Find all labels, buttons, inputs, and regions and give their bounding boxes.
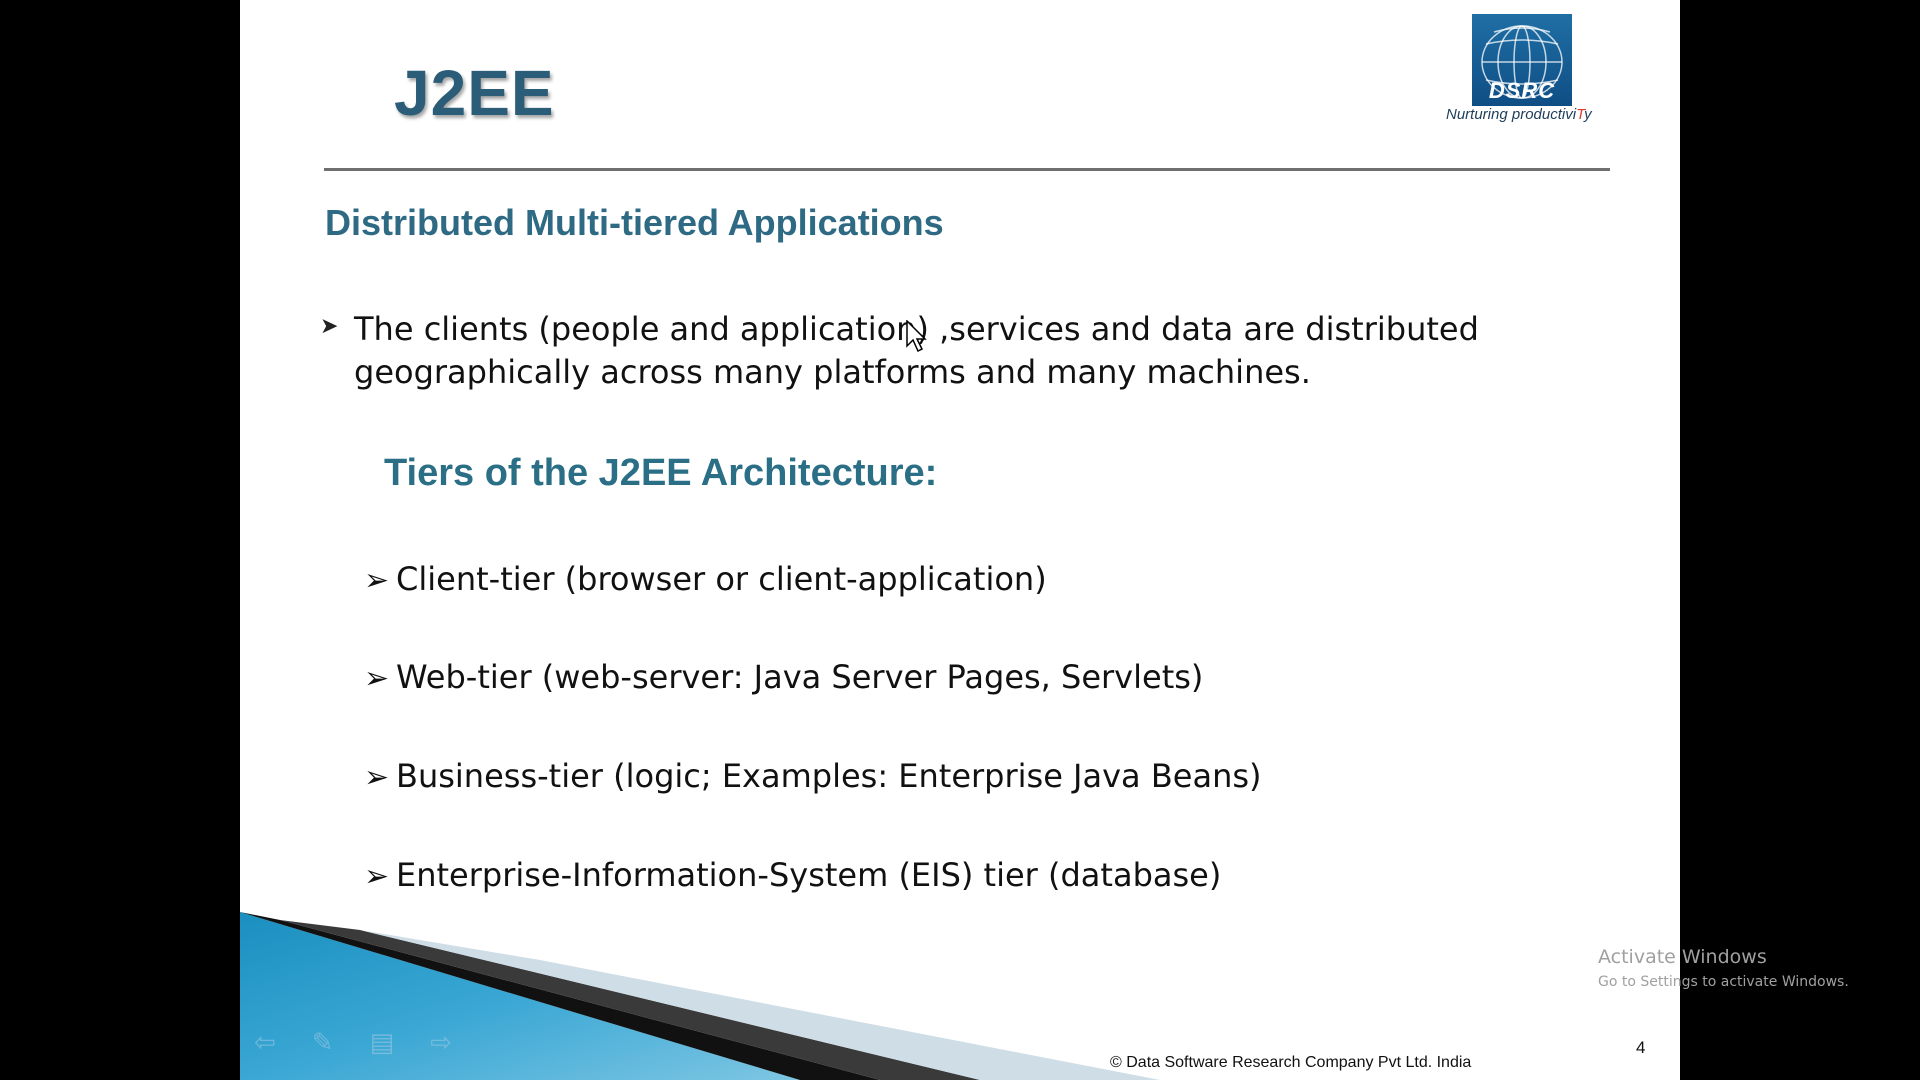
pen-icon[interactable]: ✎ [311, 1028, 334, 1058]
bullet-arrow-icon: ➢ [364, 661, 390, 696]
copyright-text: © Data Software Research Company Pvt Ltd… [1110, 1054, 1472, 1071]
bullet-arrow-icon: ➤ [320, 314, 339, 339]
tier-item-business: ➢Business-tier (logic; Examples: Enterpr… [364, 757, 1464, 795]
page-number: 4 [1636, 1038, 1646, 1057]
tier-label: Enterprise-Information-System (EIS) tier… [396, 856, 1222, 894]
slide-subtitle: Distributed Multi-tiered Applications [325, 202, 944, 243]
bullet-arrow-icon: ➢ [364, 760, 390, 795]
watermark-title: Activate Windows [1598, 946, 1767, 968]
slide: J2EE DSRC Nurturing productiviTy Distrib… [240, 0, 1680, 1080]
logo-text: DSRC [1488, 78, 1556, 103]
tier-label: Business-tier (logic; Examples: Enterpri… [396, 757, 1262, 795]
slide-decoration [240, 912, 1160, 1080]
globe-logo-icon [1472, 14, 1572, 106]
tier-label: Web-tier (web-server: Java Server Pages,… [396, 658, 1204, 696]
tier-item-client: ➢Client-tier (browser or client-applicat… [364, 560, 1464, 598]
tiers-heading: Tiers of the J2EE Architecture: [384, 452, 938, 494]
dsrc-logo: DSRC Nurturing productiviTy [1446, 14, 1592, 126]
mouse-pointer-icon [906, 320, 927, 353]
slideshow-nav: ⇦ ✎ ▤ ⇨ [254, 1028, 488, 1058]
tier-item-eis: ➢Enterprise-Information-System (EIS) tie… [364, 856, 1464, 894]
watermark-subtitle: Go to Settings to activate Windows. [1598, 974, 1849, 990]
forward-arrow-icon[interactable]: ⇨ [430, 1028, 452, 1058]
slide-title: J2EE [394, 57, 555, 129]
activate-windows-watermark: Activate Windows Go to Settings to activ… [1598, 946, 1849, 990]
menu-icon[interactable]: ▤ [369, 1028, 395, 1058]
tier-label: Client-tier (browser or client-applicati… [396, 560, 1047, 598]
bullet-arrow-icon: ➢ [364, 563, 390, 598]
title-divider [324, 168, 1610, 171]
bullet-arrow-icon: ➢ [364, 859, 390, 894]
main-bullet-text: The clients (people and application) ,se… [354, 310, 1479, 391]
back-arrow-icon[interactable]: ⇦ [254, 1028, 276, 1058]
logo-tagline: Nurturing productiviTy [1446, 106, 1592, 123]
tier-item-web: ➢Web-tier (web-server: Java Server Pages… [364, 658, 1464, 696]
